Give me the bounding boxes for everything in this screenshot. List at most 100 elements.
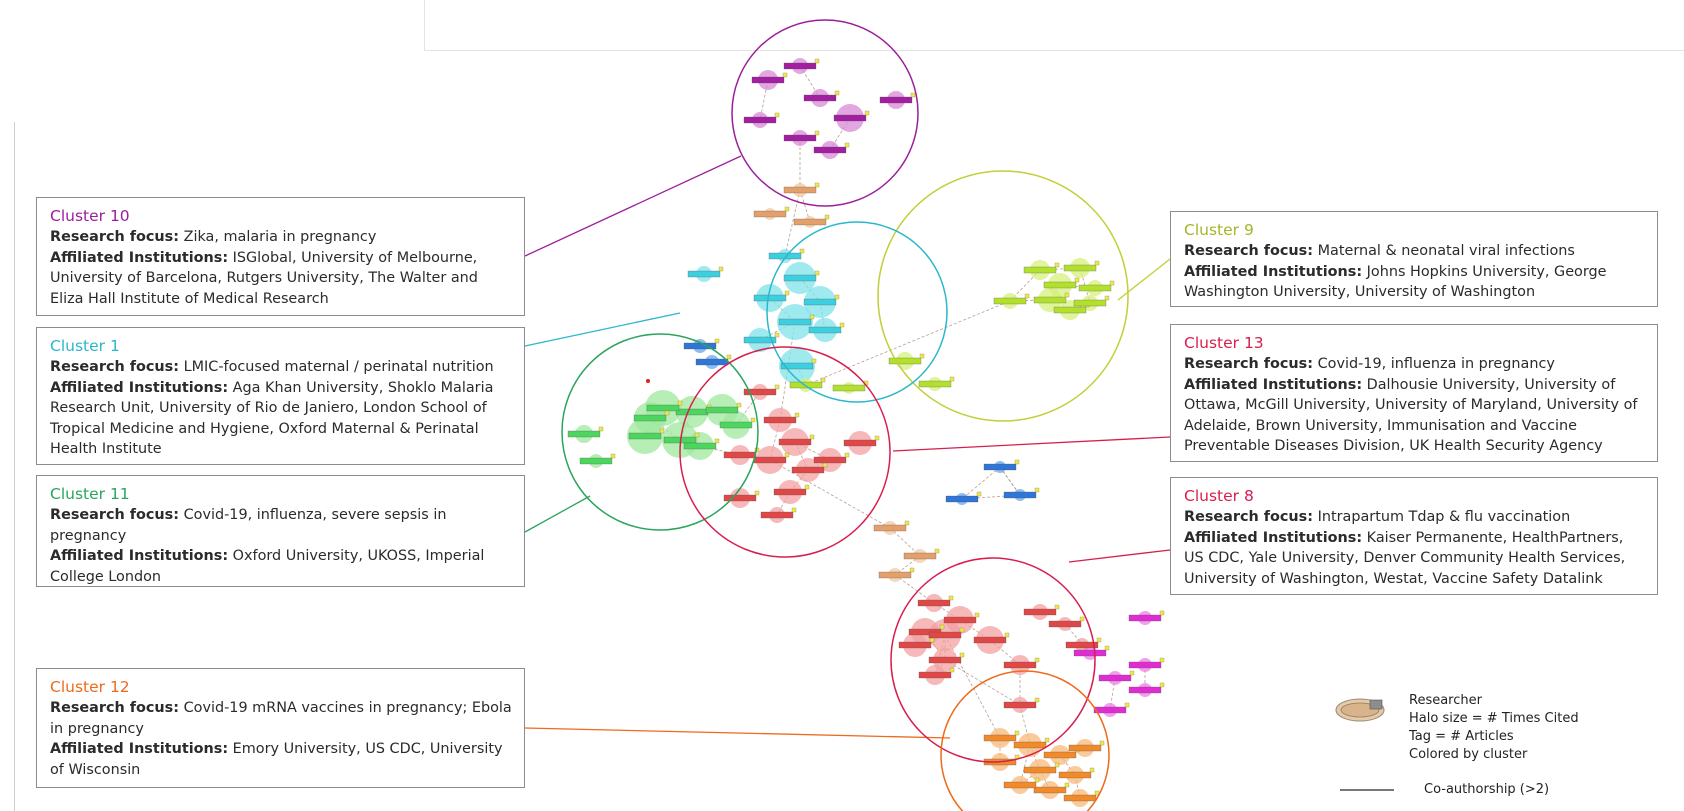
- researcher-label: [743, 116, 777, 124]
- article-tag: [974, 612, 980, 618]
- article-tag: [718, 266, 724, 272]
- article-tag: [1124, 702, 1130, 708]
- article-tag: [834, 294, 840, 300]
- cluster-13-box: Cluster 13 Research focus: Covid-19, inf…: [1170, 324, 1658, 462]
- researcher-label: [1128, 661, 1162, 669]
- researcher-label: [1078, 284, 1112, 292]
- researcher-label: [903, 552, 937, 560]
- article-tag: [677, 400, 683, 406]
- article-tag: [1094, 790, 1100, 796]
- researcher-label: [888, 357, 922, 365]
- researcher-label: [751, 76, 785, 84]
- article-tag: [1054, 762, 1060, 768]
- coauthorship-edge: [784, 189, 801, 257]
- article-tag: [1054, 604, 1060, 610]
- cluster-8-title: Cluster 8: [1184, 487, 1254, 505]
- article-tag: [774, 332, 780, 338]
- article-tag: [750, 417, 756, 423]
- legend-tag: Tag = # Articles: [1409, 729, 1514, 744]
- researcher-label: [878, 571, 912, 579]
- top-bar: [424, 0, 1684, 51]
- researcher-label: [918, 671, 952, 679]
- article-tag: [814, 270, 820, 276]
- article-tag: [904, 520, 910, 526]
- cluster-1-box: Cluster 1 Research focus: LMIC-focused m…: [36, 327, 525, 465]
- researcher-label: [753, 456, 787, 464]
- article-tag: [784, 290, 790, 296]
- researcher-label: [832, 384, 866, 392]
- legend-coauthor-line: [1340, 789, 1394, 791]
- legend-researcher: Researcher: [1409, 693, 1482, 708]
- researcher-label: [983, 463, 1017, 471]
- article-tag: [1074, 277, 1080, 283]
- cluster-13-institutions: Affiliated Institutions: Dalhousie Unive…: [1184, 376, 1638, 455]
- researcher-label: [1098, 674, 1132, 682]
- researcher-label: [705, 406, 739, 414]
- coauthorship-edge: [944, 634, 1001, 739]
- cluster-9-focus: Research focus: Maternal & neonatal vira…: [1184, 243, 1575, 259]
- article-tag: [726, 354, 732, 360]
- researcher-label: [1043, 281, 1077, 289]
- article-tag: [1099, 740, 1105, 746]
- researcher-label: [1068, 744, 1102, 752]
- researcher-label: [983, 734, 1017, 742]
- researcher-label: [743, 388, 777, 396]
- cluster-8-institutions: Affiliated Institutions: Kaiser Permanen…: [1184, 529, 1626, 587]
- researcher-label: [1043, 751, 1077, 759]
- researcher-label: [719, 421, 753, 429]
- researcher-label: [928, 656, 962, 664]
- cluster-11-institutions: Affiliated Institutions: Oxford Universi…: [50, 548, 485, 585]
- researcher-label: [898, 641, 932, 649]
- cluster-ring: [877, 170, 1129, 422]
- article-tag: [1064, 782, 1070, 788]
- article-tag: [664, 410, 670, 416]
- cluster-ring: [890, 557, 1096, 763]
- cluster-ring: [940, 670, 1110, 811]
- coauthorship-edge: [1074, 774, 1081, 799]
- connector-line: [1117, 258, 1171, 301]
- article-tag: [1054, 262, 1060, 268]
- cluster-13-focus: Research focus: Covid-19, influenza in p…: [1184, 356, 1555, 372]
- coauthorship-edge: [805, 300, 1011, 386]
- article-tag: [774, 112, 780, 118]
- researcher-label: [1053, 306, 1087, 314]
- connector-line: [524, 727, 951, 739]
- article-tag: [1089, 767, 1095, 773]
- researcher-label: [1073, 299, 1107, 307]
- connector-line: [892, 436, 1171, 452]
- article-tag: [811, 358, 817, 364]
- article-tag: [814, 182, 820, 188]
- article-tag: [822, 462, 828, 468]
- cluster-10-title: Cluster 10: [50, 207, 130, 225]
- researcher-label: [633, 414, 667, 422]
- article-tag: [799, 248, 805, 254]
- legend-coauthor: Co-authorship (>2): [1424, 782, 1550, 797]
- connector-line: [524, 495, 591, 533]
- cluster-1-title: Cluster 1: [50, 337, 120, 355]
- coauthorship-edge: [944, 659, 1021, 706]
- researcher-label: [793, 218, 827, 226]
- article-tag: [834, 90, 840, 96]
- cluster-12-institutions: Affiliated Institutions: Emory Universit…: [50, 741, 503, 778]
- researcher-label: [1023, 608, 1057, 616]
- article-tag: [909, 567, 915, 573]
- researcher-label: [789, 381, 823, 389]
- researcher-label: [695, 358, 729, 366]
- article-tag: [1004, 632, 1010, 638]
- researcher-label: [993, 297, 1027, 305]
- article-tag: [839, 322, 845, 328]
- researcher-label: [675, 408, 709, 416]
- article-tag: [694, 432, 700, 438]
- researcher-label: [1073, 649, 1107, 657]
- researcher-label: [1058, 771, 1092, 779]
- article-tag: [844, 452, 850, 458]
- cluster-9-box: Cluster 9 Research focus: Maternal & neo…: [1170, 211, 1658, 307]
- connector-line: [1068, 549, 1171, 563]
- article-tag: [910, 92, 916, 98]
- article-tag: [814, 58, 820, 64]
- cluster-10-box: Cluster 10 Research focus: Zika, malaria…: [36, 197, 525, 316]
- researcher-label: [628, 432, 662, 440]
- researcher-label: [873, 524, 907, 532]
- article-tag: [959, 627, 965, 633]
